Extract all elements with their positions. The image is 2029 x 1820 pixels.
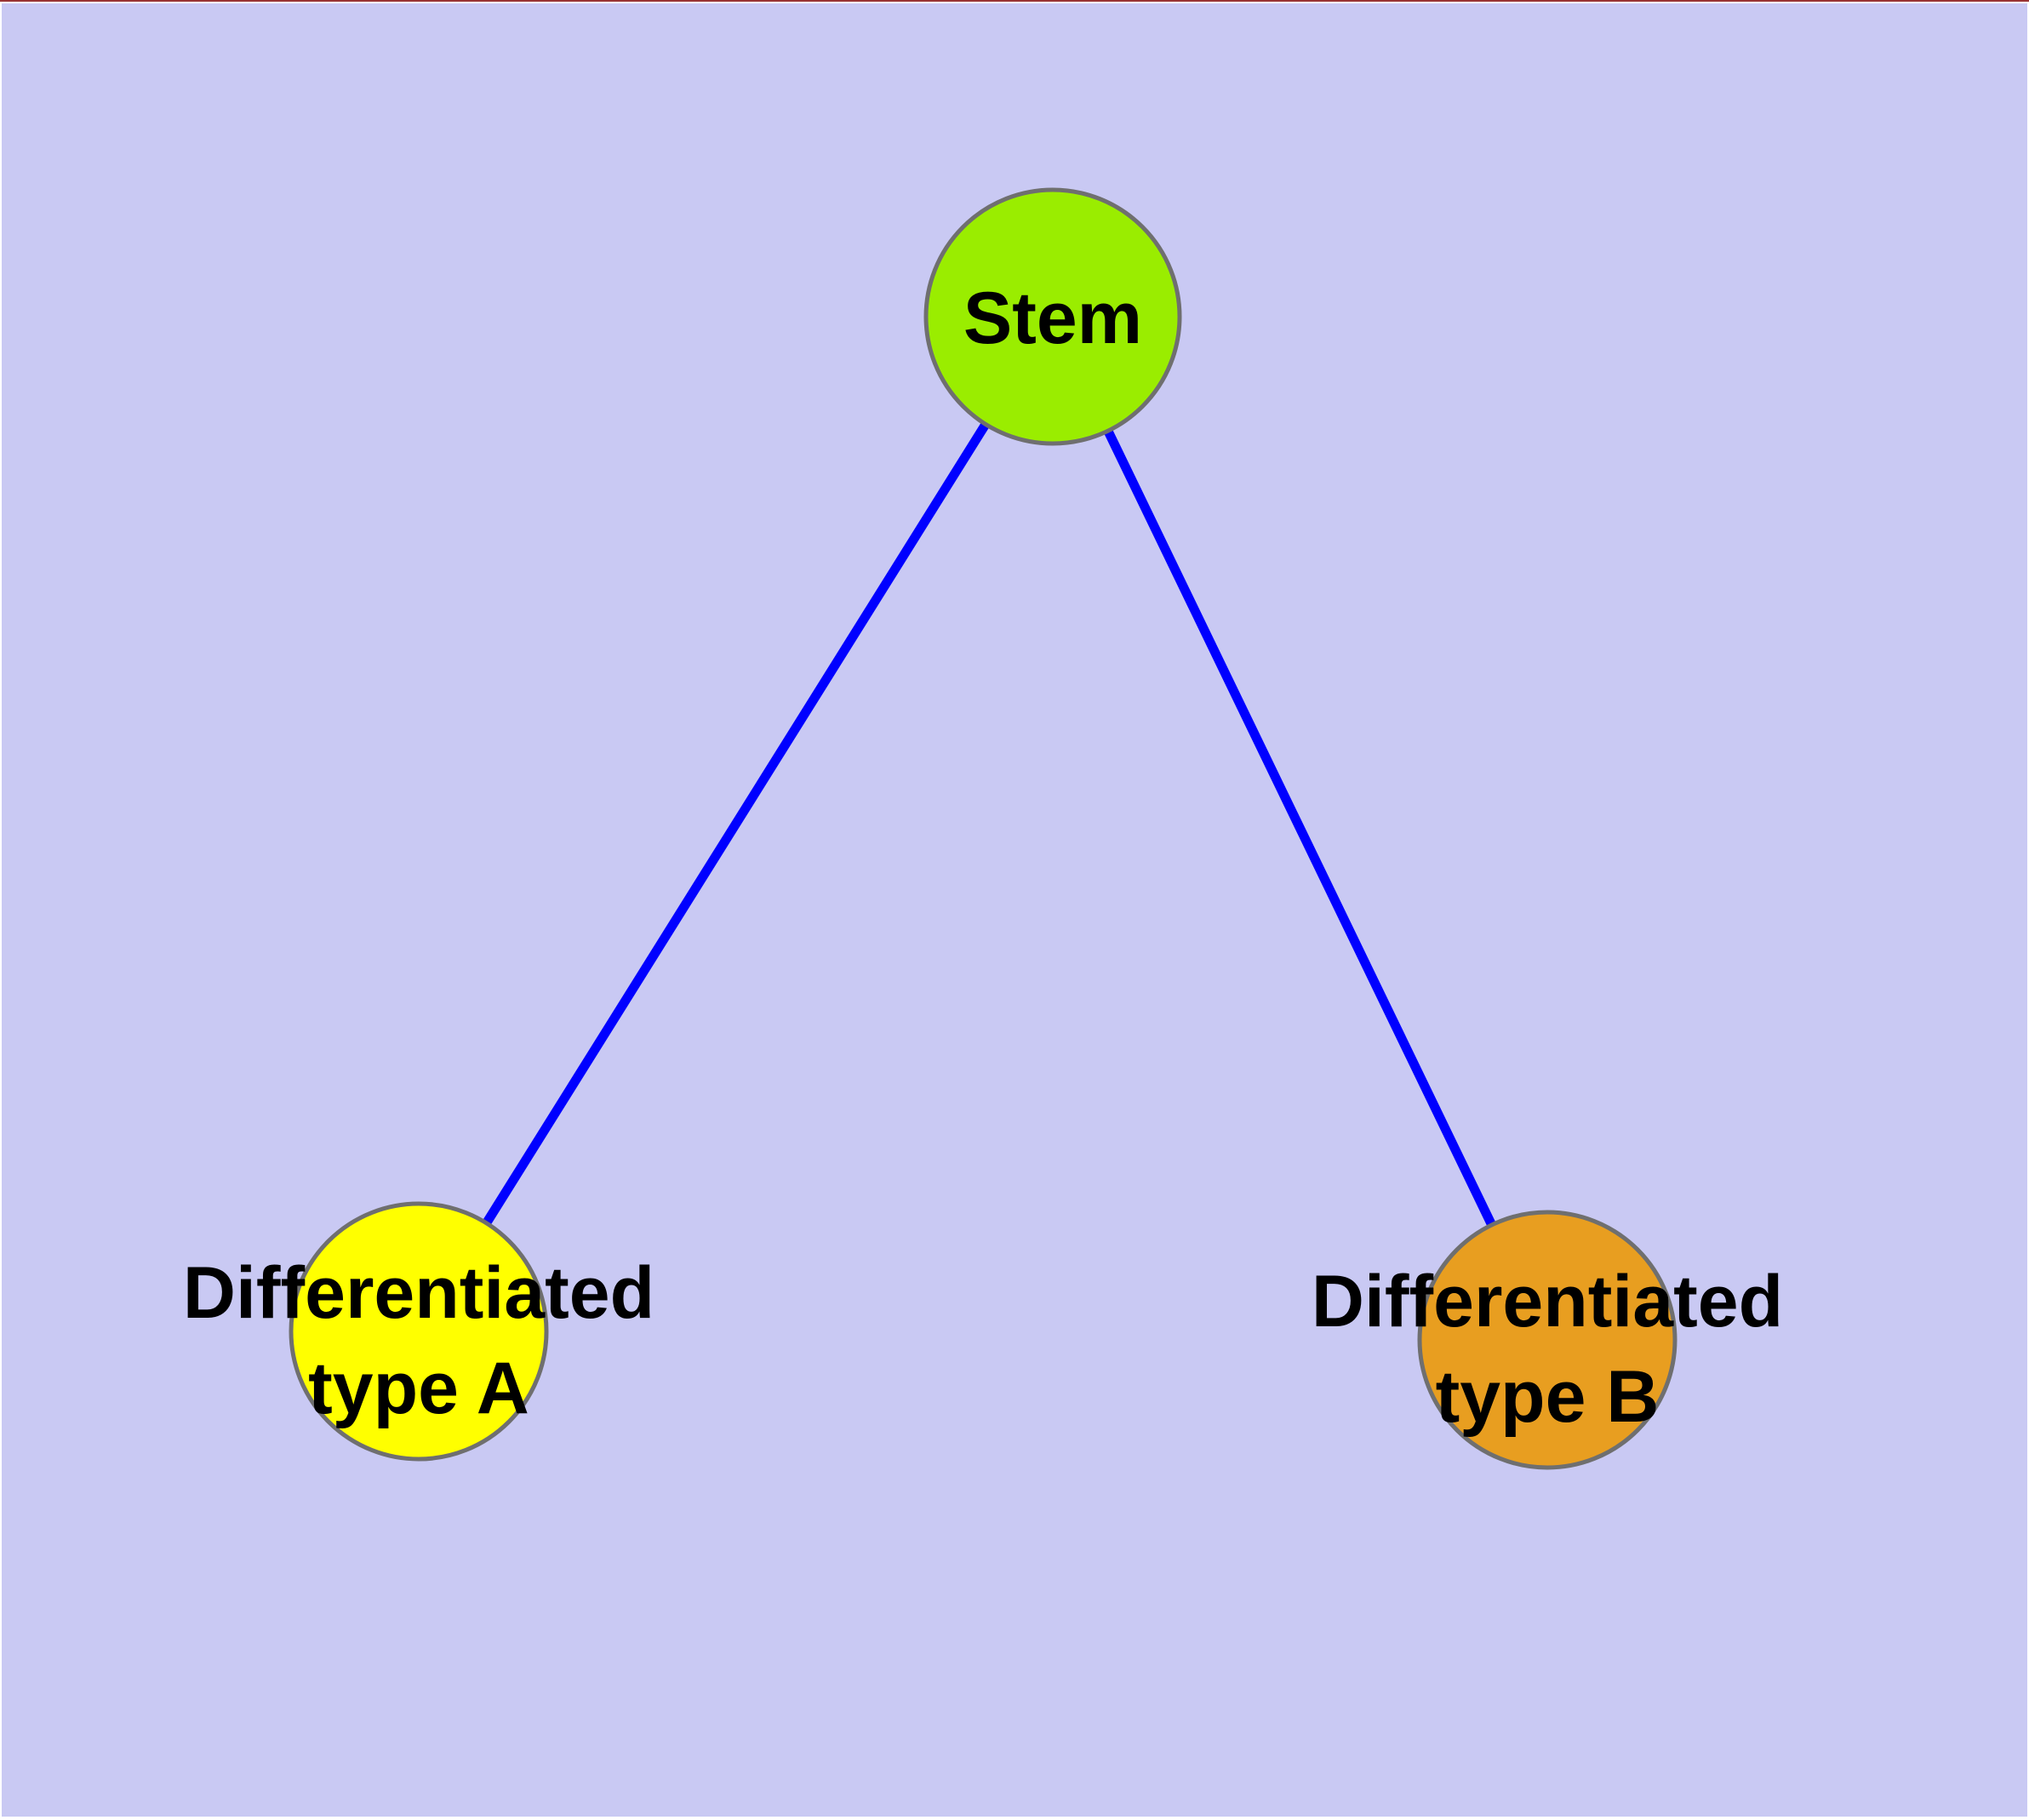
edge-stem-to-type-b [1049, 314, 1552, 1342]
node-type-b-circle[interactable] [1417, 1210, 1677, 1470]
edge-stem-to-type-a [414, 314, 1057, 1334]
node-differentiated-type-a[interactable]: Differentiated type A [183, 1201, 654, 1462]
node-stem[interactable]: Stem [923, 187, 1182, 446]
node-differentiated-type-b[interactable]: Differentiated type B [1312, 1210, 1783, 1470]
node-type-a-label-line1: Differentiated [183, 1252, 654, 1334]
node-type-b-label-line2: type B [1436, 1356, 1660, 1438]
edges-layer [414, 314, 1552, 1342]
node-type-a-label-line2: type A [308, 1348, 529, 1429]
node-type-b-label-line1: Differentiated [1312, 1261, 1783, 1342]
node-stem-label: Stem [963, 278, 1142, 359]
top-edge-line [0, 0, 2029, 2]
node-stem-circle[interactable] [923, 187, 1182, 446]
node-type-a-circle[interactable] [289, 1201, 549, 1462]
